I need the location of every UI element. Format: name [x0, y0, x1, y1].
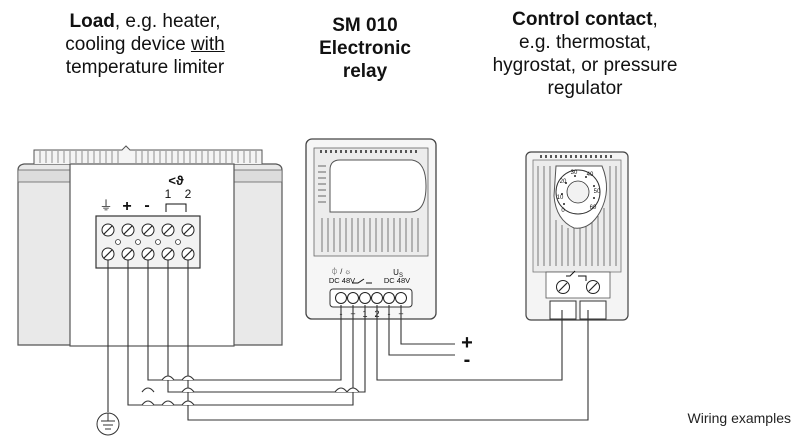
- contact-number-2: 2: [185, 187, 192, 201]
- control-line3: hygrostat, or pressure: [492, 55, 678, 76]
- dial-mark-0: 0: [561, 208, 565, 214]
- load-with: with: [190, 34, 225, 55]
- relay-label-us-sub: S: [399, 273, 403, 279]
- relay-line1: SM 010: [332, 15, 398, 36]
- dial-mark-10: 10: [557, 195, 564, 201]
- caption: Wiring examples: [687, 410, 791, 426]
- relay-heading: SM 010 Electronic relay: [300, 14, 430, 83]
- control-title: Control contact: [512, 9, 653, 30]
- wires: [107, 260, 589, 421]
- temperature-limiter-symbol: <ϑ: [168, 173, 184, 188]
- relay-label-us: U: [393, 268, 399, 277]
- thermostat-dial-scale: 0 10 20 30 40 50 60: [557, 170, 601, 214]
- dial-mark-50: 50: [594, 189, 601, 195]
- relay-label-dc-left: DC 48V: [329, 276, 355, 285]
- load-terminal-block: [95, 215, 201, 269]
- dial-mark-20: 20: [560, 179, 567, 185]
- control-line2: e.g. thermostat,: [518, 32, 651, 53]
- supply-minus: -: [464, 349, 471, 371]
- nc-contact-symbol: [165, 203, 187, 212]
- relay-label-lamp-heater: ⏀ / ☼: [331, 266, 352, 276]
- dial-mark-30: 30: [571, 170, 578, 176]
- load-title-rest: , e.g. heater,: [114, 11, 221, 32]
- supply-plus: +: [461, 332, 473, 354]
- thermostat-device: [525, 151, 629, 321]
- contact-number-1: 1: [165, 187, 172, 201]
- relay-line2: Electronic: [319, 38, 411, 59]
- minus-terminal-symbol: -: [144, 197, 149, 214]
- control-heading: Control contact, e.g. thermostat, hygros…: [470, 8, 700, 100]
- relay-label-dc-right: DC 48V: [384, 276, 410, 285]
- control-title-rest: ,: [652, 9, 658, 30]
- relay-device: [305, 138, 437, 320]
- relay-line3: relay: [342, 61, 388, 82]
- dial-mark-40: 40: [587, 172, 594, 178]
- load-line3: temperature limiter: [65, 57, 225, 78]
- load-title: Load: [69, 11, 115, 32]
- earth-symbol: [96, 412, 120, 436]
- control-line4: regulator: [547, 78, 623, 99]
- plus-terminal-symbol: +: [122, 198, 131, 215]
- earth-terminal-symbol: ⏚: [99, 198, 112, 213]
- dial-mark-60: 60: [590, 205, 597, 211]
- load-line2: cooling device: [65, 34, 191, 55]
- load-heading: Load, e.g. heater, cooling device with t…: [40, 10, 250, 79]
